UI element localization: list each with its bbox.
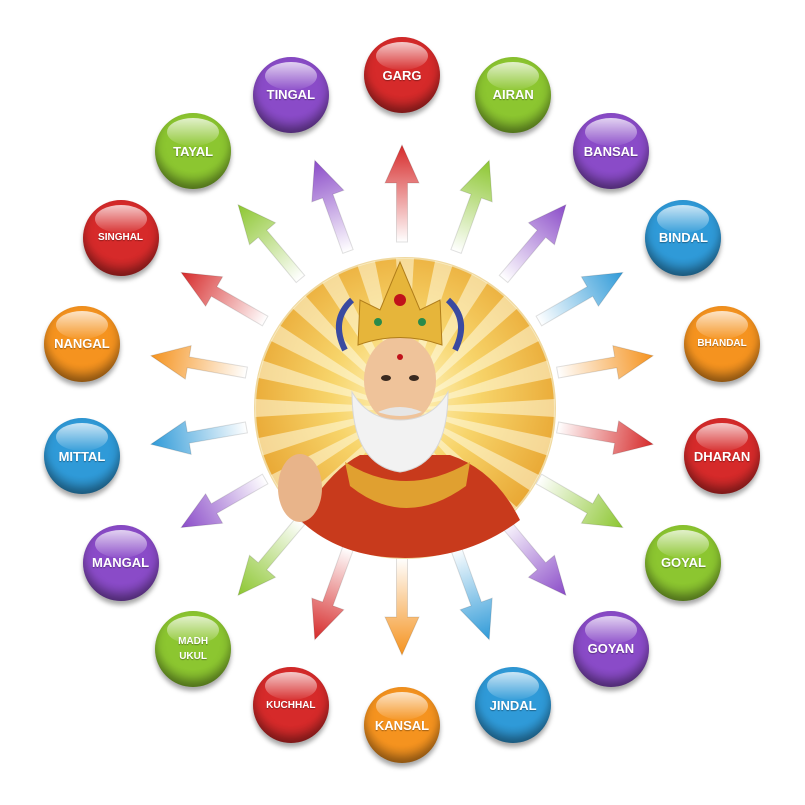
clan-label: MADH UKUL	[178, 635, 209, 662]
clan-bubble-dharan: DHARAN	[684, 418, 761, 495]
sun-ray	[258, 412, 387, 456]
clan-bubble-bindal: BINDAL	[645, 199, 722, 276]
arrow-to-jindal	[450, 545, 493, 641]
arrow-to-tingal	[311, 159, 354, 255]
arrow-to-airan	[450, 159, 493, 255]
clan-label: SINGHAL	[98, 232, 144, 243]
arrow-to-bansal	[498, 203, 567, 284]
clan-label: JINDAL	[489, 697, 537, 713]
arrow-to-mittal	[149, 420, 248, 456]
clan-label: GOYAL	[660, 555, 706, 570]
clan-bubble-kuchhal: KUCHHAL	[252, 667, 329, 744]
clan-label: BINDAL	[658, 230, 708, 245]
clan-bubble-airan: AIRAN	[475, 56, 552, 133]
sun-ray	[418, 295, 518, 395]
clan-bubble-tayal: TAYAL	[155, 113, 232, 190]
sun-ray	[421, 416, 540, 491]
clan-bubble-nangal: NANGAL	[43, 305, 120, 382]
clan-label: DHARAN	[693, 448, 751, 464]
clan-label: KANSAL	[374, 717, 430, 733]
arrow-group	[149, 143, 655, 657]
clan-label: BANSAL	[583, 143, 638, 159]
clan-bubble-goyan: GOYAN	[572, 610, 649, 687]
clan-bubble-singhal: SINGHAL	[82, 199, 159, 276]
clan-label: KUCHHAL	[266, 699, 316, 711]
clan-bubble-mangal: MANGAL	[82, 524, 159, 601]
clan-bubble-bhandal: BHANDAL	[684, 305, 761, 382]
clan-label: TINGAL	[266, 87, 316, 103]
arrow-to-kansal	[384, 557, 420, 657]
clan-bubble-madh-ukul: MADH UKUL	[155, 610, 232, 687]
sun-ray	[270, 325, 389, 400]
arrow-to-tayal	[237, 203, 306, 284]
clan-bubble-bansal: BANSAL	[572, 113, 649, 190]
sun-ray	[423, 360, 552, 404]
deity-portrait-icon	[254, 257, 556, 559]
clan-label: AIRAN	[492, 87, 534, 103]
arrow-to-goyal	[535, 473, 624, 529]
sun-ray	[255, 399, 386, 417]
clan-label: BHANDAL	[697, 338, 747, 350]
clan-label: GOYAN	[587, 641, 635, 657]
arrow-to-nangal	[149, 344, 248, 380]
clan-label: MITTAL	[58, 448, 106, 464]
arrow-to-garg	[384, 143, 420, 243]
arrow-to-dharan	[556, 420, 655, 456]
clan-bubble-mittal: MITTAL	[43, 418, 120, 495]
clan-bubble-goyal: GOYAL	[645, 524, 722, 601]
clan-bubble-kansal: KANSAL	[364, 687, 440, 763]
sun-ray	[424, 399, 555, 417]
clan-label: TAYAL	[173, 143, 214, 159]
clan-bubble-garg: GARG	[364, 37, 440, 113]
clan-label: MANGAL	[92, 555, 150, 570]
arrow-to-kuchhal	[311, 545, 354, 641]
sun-ray	[258, 360, 387, 404]
clan-label: GARG	[382, 67, 422, 83]
clan-bubble-jindal: JINDAL	[475, 667, 552, 744]
clan-bubble-tingal: TINGAL	[252, 56, 329, 133]
sun-ray	[421, 325, 540, 400]
sun-ray	[423, 412, 552, 456]
arrow-to-goyan	[498, 516, 567, 597]
clan-label: NANGAL	[54, 336, 110, 352]
arrow-to-bindal	[535, 271, 624, 327]
arrow-to-bhandal	[556, 344, 655, 380]
arrow-to-mangal	[180, 473, 269, 529]
arrow-to-madh-ukul	[237, 516, 306, 597]
arrow-to-singhal	[180, 271, 269, 327]
